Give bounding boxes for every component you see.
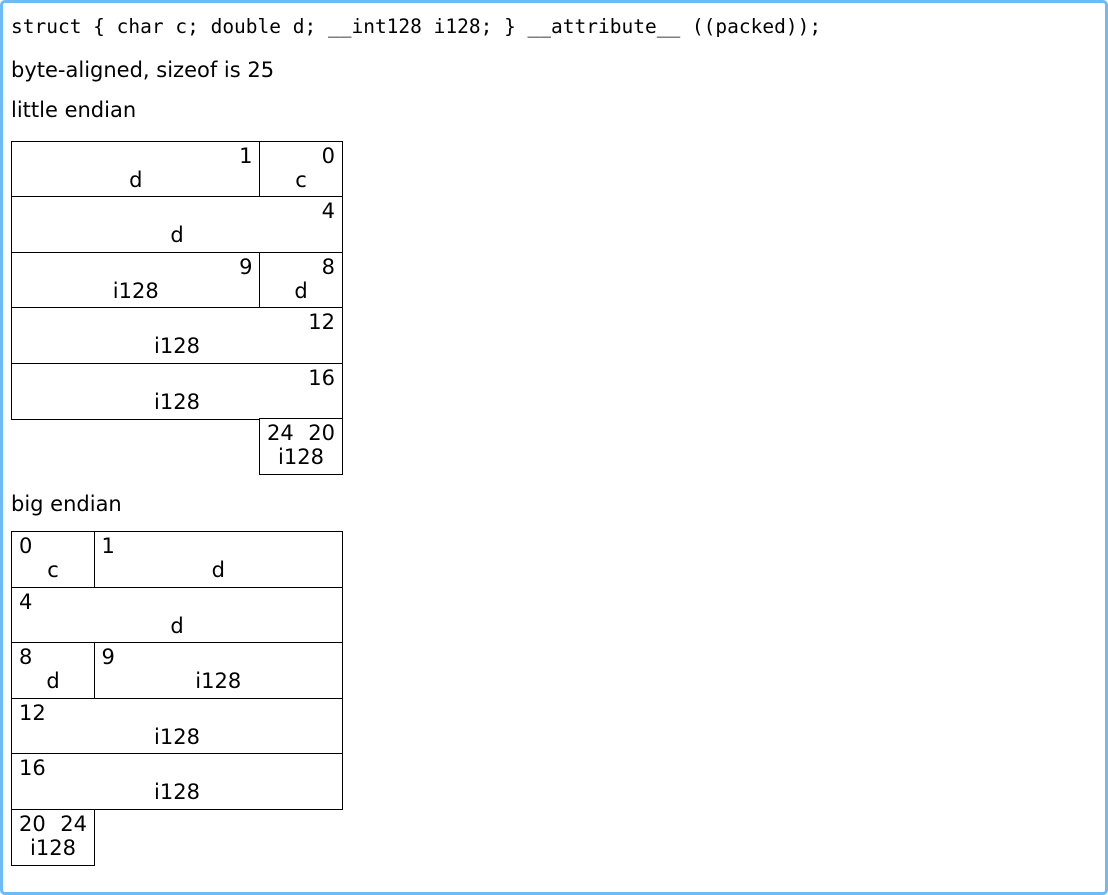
big-endian-diagram: 0 c 1 d 4 d 8 d 9 xyxy=(11,531,343,866)
byte-cell-d: 1 d xyxy=(11,140,261,198)
diagram-row: 0 c 1 d xyxy=(11,531,343,589)
byte-cell-i128: 12 i128 xyxy=(11,697,343,755)
field-label: i128 xyxy=(195,669,242,694)
field-label: i128 xyxy=(30,835,76,860)
offset-label: 4 xyxy=(321,199,335,224)
offset-label: 20 xyxy=(19,811,46,836)
offset-label: 8 xyxy=(19,645,33,670)
diagram-row: 16 i128 xyxy=(11,362,343,420)
offset-label: 8 xyxy=(321,254,335,279)
byte-cell-i128: 12 i128 xyxy=(11,307,343,365)
field-label: i128 xyxy=(154,389,200,414)
byte-cell-d: 4 d xyxy=(11,196,343,254)
field-label: d xyxy=(129,167,143,192)
field-label: d xyxy=(170,223,184,248)
byte-cell-i128: 9 i128 xyxy=(93,642,343,700)
field-label: d xyxy=(294,278,308,303)
diagram-row: 16 i128 xyxy=(11,753,343,811)
offset-label: 1 xyxy=(239,143,253,168)
content: struct { char c; double d; __int128 i128… xyxy=(3,3,1105,866)
field-label: i128 xyxy=(154,724,200,749)
byte-cell-c: 0 c xyxy=(259,140,343,198)
field-label: d xyxy=(46,669,60,694)
diagram-row: 1 d 0 c xyxy=(11,140,343,198)
byte-cell-d: 8 d xyxy=(11,642,95,700)
diagram-row: 24 20 i128 xyxy=(11,418,343,476)
diagram-row: 4 d xyxy=(11,196,343,254)
offset-label: 4 xyxy=(19,589,33,614)
diagram-row: 20 24 i128 xyxy=(11,808,343,866)
byte-cell-d: 4 d xyxy=(11,586,343,644)
diagram-row: 4 d xyxy=(11,586,343,644)
offset-label: 24 xyxy=(267,421,294,446)
offset-label: 9 xyxy=(239,254,253,279)
offset-label: 9 xyxy=(101,645,115,670)
section-heading-big-endian: big endian xyxy=(11,492,122,517)
offset-label-pair: 20 24 xyxy=(19,811,87,836)
byte-cell-i128: 9 i128 xyxy=(11,251,261,309)
field-label: c xyxy=(47,558,59,583)
field-label: i128 xyxy=(154,334,200,359)
byte-cell-i128-tail: 24 20 i128 xyxy=(259,418,343,476)
byte-cell-i128-tail: 20 24 i128 xyxy=(11,808,95,866)
sizeof-note: byte-aligned, sizeof is 25 xyxy=(11,58,275,83)
offset-label: 12 xyxy=(19,700,46,725)
field-label: i128 xyxy=(112,278,159,303)
offset-label-pair: 24 20 xyxy=(267,423,335,444)
diagram-row: 9 i128 8 d xyxy=(11,251,343,309)
offset-label: 0 xyxy=(321,143,335,168)
diagram-row: 8 d 9 i128 xyxy=(11,642,343,700)
byte-cell-d: 1 d xyxy=(93,531,343,589)
offset-label: 16 xyxy=(19,756,46,781)
little-endian-diagram: 1 d 0 c 4 d 9 i128 8 xyxy=(11,140,343,476)
byte-cell-i128: 16 i128 xyxy=(11,362,343,420)
diagram-row: 12 i128 xyxy=(11,307,343,365)
offset-label: 20 xyxy=(308,421,335,446)
struct-declaration-code: struct { char c; double d; __int128 i128… xyxy=(11,15,822,38)
byte-cell-i128: 16 i128 xyxy=(11,753,343,811)
field-label: i128 xyxy=(154,780,200,805)
diagram-row: 12 i128 xyxy=(11,697,343,755)
offset-label: 16 xyxy=(308,365,335,390)
offset-label: 1 xyxy=(101,534,115,559)
field-label: d xyxy=(170,613,184,638)
field-label: c xyxy=(295,167,307,192)
offset-label: 12 xyxy=(308,310,335,335)
field-label: d xyxy=(211,558,225,583)
field-label: i128 xyxy=(278,445,324,470)
offset-label: 24 xyxy=(60,811,87,836)
offset-label: 0 xyxy=(19,534,33,559)
byte-cell-c: 0 c xyxy=(11,531,95,589)
byte-cell-d: 8 d xyxy=(259,251,343,309)
section-heading-little-endian: little endian xyxy=(11,97,137,122)
